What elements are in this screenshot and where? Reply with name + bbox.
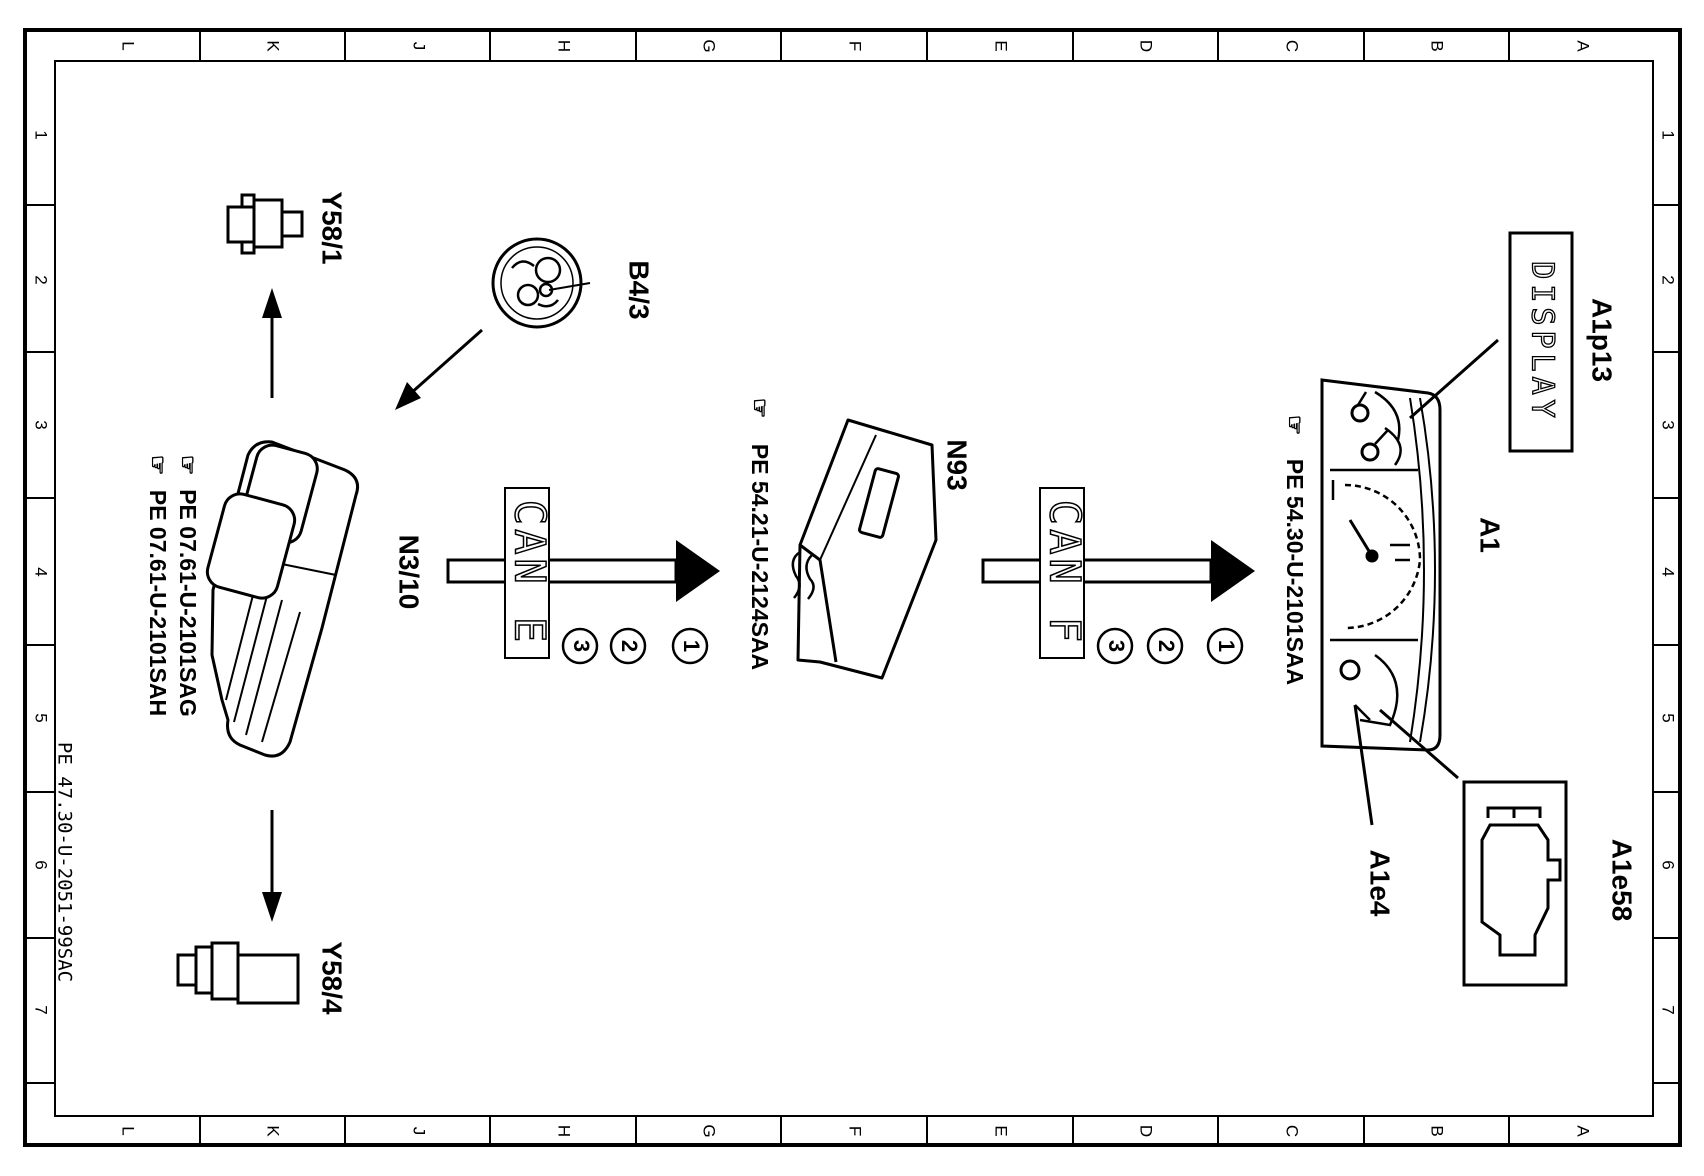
label-n93: N93 — [942, 439, 973, 490]
grid-letter: D — [1137, 1125, 1156, 1137]
grid-number: 7 — [1659, 1005, 1678, 1014]
grid-letter: A — [1574, 1125, 1593, 1137]
can-e-label: CAN E — [506, 500, 555, 646]
display-a1p13: DISPLAY — [1409, 231, 1574, 453]
grid-letter: J — [410, 42, 429, 51]
label-a1e58: A1e58 — [1607, 839, 1638, 922]
engine-warning-lamp-icon — [1379, 708, 1568, 987]
label-y58-1: Y58/1 — [317, 191, 348, 264]
grid-number: 5 — [32, 713, 51, 722]
wire-number: 1 — [679, 640, 704, 652]
wire-number: 3 — [569, 640, 594, 652]
grid-numbers-left: 1 2 3 4 5 6 7 — [32, 130, 51, 1014]
wire-number: 1 — [1214, 640, 1239, 652]
grid-letter: L — [119, 41, 138, 50]
n3-10-references: ☞ PE 07.61-U-2101SAG ☞ PE 07.61-U-2101SA… — [145, 455, 201, 717]
arrow-to-y58-1 — [262, 288, 282, 398]
grid-numbers-right: 1 2 3 4 5 6 7 — [1659, 130, 1678, 1014]
drawing-frame — [23, 28, 1682, 1147]
grid-number: 5 — [1659, 713, 1678, 722]
grid-number: 3 — [32, 420, 51, 429]
label-a1e4: A1e4 — [1365, 850, 1396, 917]
valve-y58-4-icon — [176, 941, 300, 1005]
grid-letters-top: L K J H G F E D C B A — [119, 39, 1593, 52]
can-f-bus: CAN F 3 2 1 — [981, 487, 1255, 665]
manual-hand-icon: ☞ — [145, 455, 171, 476]
label-a1p13: A1p13 — [1587, 298, 1618, 382]
grid-letter: B — [1428, 40, 1447, 51]
grid-number: 6 — [1659, 860, 1678, 869]
grid-number: 6 — [32, 860, 51, 869]
sensor-b4-3-icon — [491, 237, 591, 329]
display-text: DISPLAY — [1525, 261, 1560, 422]
wire-number: 2 — [1154, 640, 1179, 652]
label-a1: A1 — [1475, 517, 1506, 553]
reference-n93: PE 54.21-U-2124SAA — [747, 444, 773, 670]
grid-letter: K — [264, 40, 283, 52]
label-y58-4: Y58/4 — [317, 941, 348, 1015]
reference-n3-10-sag: PE 07.61-U-2101SAG — [175, 489, 201, 717]
grid-number: 4 — [32, 567, 51, 576]
grid-number: 2 — [1659, 275, 1678, 284]
label-b4-3: B4/3 — [624, 260, 655, 319]
module-n93-icon — [791, 418, 938, 680]
valve-y58-1-icon — [226, 193, 304, 255]
can-e-bus: CAN E 3 2 1 — [446, 487, 720, 665]
can-f-label: CAN F — [1041, 500, 1090, 646]
grid-letter: H — [555, 1125, 574, 1137]
a1-references: ☞ PE 54.30-U-2101SAA — [1282, 415, 1308, 685]
manual-hand-icon: ☞ — [175, 455, 201, 476]
grid-letter: E — [992, 1125, 1011, 1136]
grid-letter: L — [119, 1126, 138, 1135]
grid-letter: K — [264, 1125, 283, 1137]
wire-number: 2 — [617, 640, 642, 652]
grid-letter: G — [700, 39, 719, 52]
grid-number: 1 — [32, 130, 51, 139]
grid-number: 7 — [32, 1005, 51, 1014]
grid-letter: C — [1283, 40, 1302, 52]
grid-letter: F — [846, 41, 865, 51]
a1e4-leader-line — [1353, 704, 1374, 826]
grid-letter: D — [1137, 40, 1156, 52]
arrow-to-y58-4 — [262, 810, 282, 922]
grid-letter: E — [992, 40, 1011, 51]
n93-references: ☞ PE 54.21-U-2124SAA — [747, 398, 773, 670]
grid-number: 1 — [1659, 130, 1678, 139]
wire-number: 3 — [1104, 640, 1129, 652]
grid-letter: A — [1574, 40, 1593, 52]
label-n3-10: N3/10 — [394, 535, 425, 610]
grid-letter: F — [846, 1126, 865, 1136]
ecu-n3-10-icon — [205, 440, 360, 758]
arrow-b4-3-to-n3-10 — [395, 328, 483, 410]
manual-hand-icon: ☞ — [1282, 415, 1308, 436]
grid-number: 4 — [1659, 567, 1678, 576]
grid-letter: G — [700, 1124, 719, 1137]
instrument-cluster-a1-icon — [1320, 378, 1442, 752]
grid-number: 3 — [1659, 420, 1678, 429]
grid-letters-bottom: L K J H G F E D C B A — [119, 1124, 1593, 1137]
manual-hand-icon: ☞ — [747, 398, 773, 419]
grid-letter: C — [1283, 1125, 1302, 1137]
grid-letter: J — [410, 1127, 429, 1136]
reference-n3-10-sah: PE 07.61-U-2101SAH — [145, 490, 171, 716]
document-id: PE 47.30-U-2051-99SAC — [54, 742, 76, 982]
reference-a1: PE 54.30-U-2101SAA — [1282, 459, 1308, 685]
grid-number: 2 — [32, 275, 51, 284]
grid-ticks — [25, 30, 1680, 1145]
grid-letter: H — [555, 40, 574, 52]
grid-letter: B — [1428, 1125, 1447, 1136]
